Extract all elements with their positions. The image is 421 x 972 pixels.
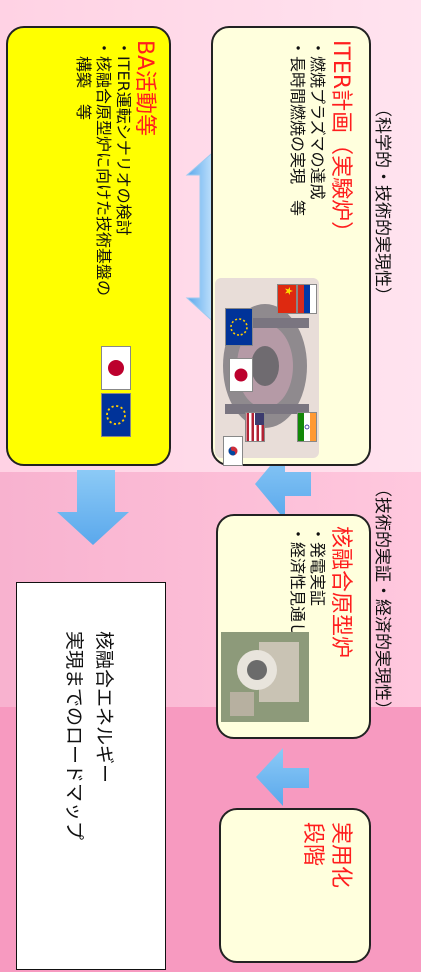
demo-bullet: ・発電実証	[308, 526, 327, 607]
roadmap-note: 核融合エネルギー 実現までのロードマップ	[16, 582, 166, 970]
practical-title-line: 実用化	[328, 822, 353, 889]
ba-box: BA活動等 ・ITER運転シナリオの検討 ・核融合原型炉に向けた技術基盤の 構築…	[6, 26, 171, 466]
demo-title: 核融合原型炉	[328, 526, 353, 659]
practical-title-line: 段階	[300, 822, 325, 867]
practical-stage-box: 実用化 段階	[219, 808, 371, 963]
iter-title: ITER計画（実験炉）	[328, 40, 353, 244]
iter-bullets: ・燃焼プラズマの達成 ・長時間燃焼の実現 等	[287, 40, 327, 216]
india-flag-icon	[297, 412, 317, 442]
eu-flag-icon	[225, 308, 253, 346]
iter-bullet: ・燃焼プラズマの達成	[308, 40, 327, 200]
demo-practical-down-arrow	[256, 748, 309, 806]
korea-flag-icon	[223, 436, 243, 466]
ba-demo-connector-arrow	[57, 470, 129, 545]
demo-reactor-box: 核融合原型炉 ・発電実証 ・経済性見通し	[216, 514, 371, 739]
ba-japan-flag-icon	[101, 346, 131, 390]
china-flag-icon	[277, 284, 297, 314]
roadmap-note-line: 実現までのロードマップ	[63, 631, 85, 841]
ba-bullet: 構築 等	[74, 40, 93, 121]
ba-bullet: ・核融合原型炉に向けた技術基盤の	[94, 40, 113, 297]
iter-bullet: ・長時間燃焼の実現 等	[288, 40, 307, 217]
phase-label-science: （科学的・技術的実現性）	[372, 100, 392, 304]
ba-eu-flag-icon	[101, 393, 131, 437]
demo-plant-image	[221, 632, 309, 722]
demo-bullets: ・発電実証 ・経済性見通し	[287, 526, 327, 638]
usa-flag-icon	[245, 412, 265, 442]
iter-box: ITER計画（実験炉） ・燃焼プラズマの達成 ・長時間燃焼の実現 等	[211, 26, 371, 466]
iter-demo-down-arrow	[255, 448, 311, 520]
russia-flag-icon	[297, 284, 317, 314]
demo-bullet: ・経済性見通し	[288, 526, 307, 639]
phase-label-tech-demo: （技術的実証・経済的実現性）	[372, 480, 392, 718]
japan-flag-icon	[229, 358, 253, 392]
ba-title: BA活動等	[132, 40, 157, 137]
ba-bullets: ・ITER運転シナリオの検討 ・核融合原型炉に向けた技術基盤の 構築 等	[73, 40, 133, 296]
roadmap-note-line: 核融合エネルギー	[93, 631, 115, 784]
ba-bullet: ・ITER運転シナリオの検討	[114, 40, 133, 236]
